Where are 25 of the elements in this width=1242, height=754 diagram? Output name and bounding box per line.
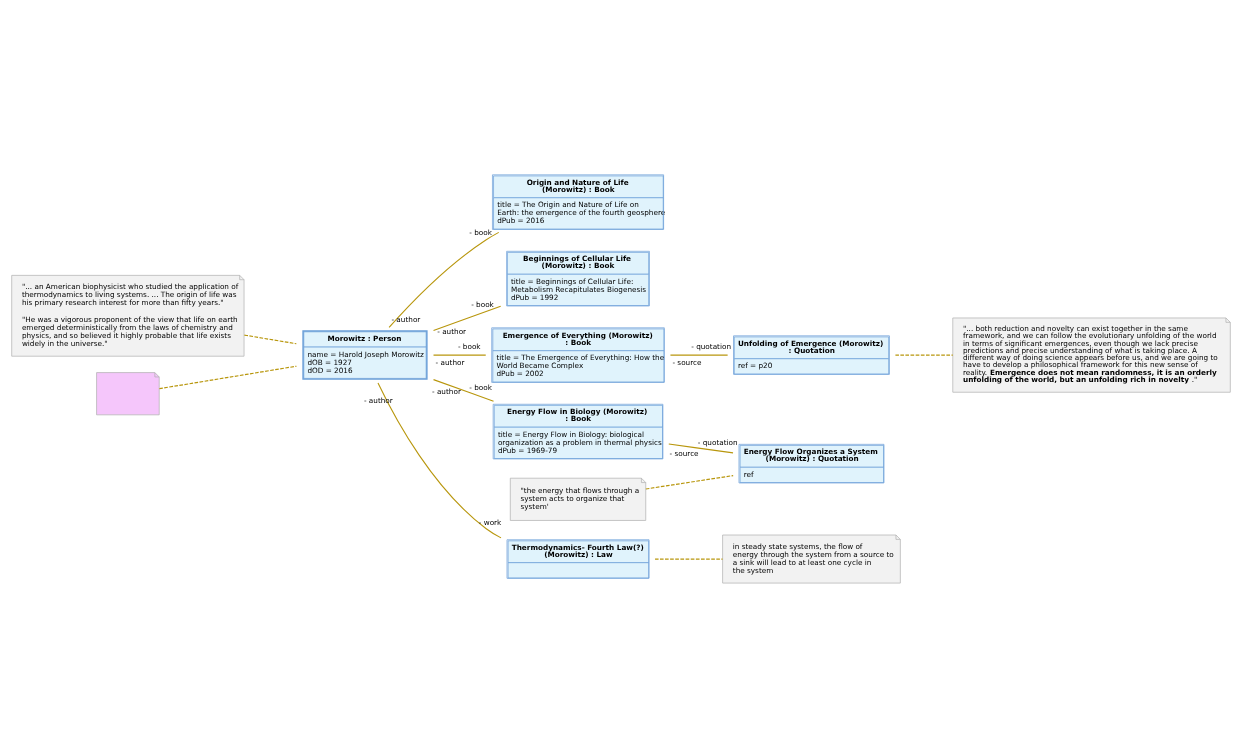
label: - book: [471, 299, 494, 309]
label: - author: [431, 386, 461, 396]
label: - author: [435, 357, 465, 367]
label: - quotation: [691, 341, 732, 351]
label: - author: [437, 326, 467, 336]
connector: [894, 354, 954, 356]
connector: [158, 365, 298, 389]
label: - author: [391, 314, 421, 324]
label: - work: [478, 517, 502, 527]
connector: [668, 442, 734, 453]
connector: [377, 381, 502, 538]
label: - source: [669, 448, 699, 458]
label: - source: [672, 357, 702, 367]
label: - book: [457, 341, 481, 351]
connector: [645, 474, 734, 490]
connector: [432, 305, 502, 331]
connector: [388, 231, 500, 328]
label: - book: [469, 382, 492, 392]
connector: [669, 354, 729, 356]
connector: [432, 378, 495, 402]
connector: [432, 354, 487, 356]
connector: [243, 334, 297, 344]
label: - book: [469, 227, 492, 237]
connector: [654, 557, 724, 560]
label: - quotation: [697, 437, 738, 447]
